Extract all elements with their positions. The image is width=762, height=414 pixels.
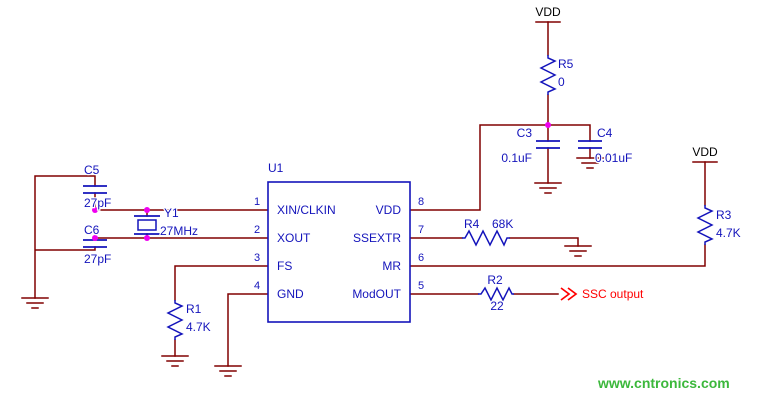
junction-dot (144, 235, 150, 241)
junction-dot (545, 122, 551, 128)
c3-ref-label: C3 (517, 126, 533, 140)
crystal-body (137, 219, 157, 231)
pin-number-7: 7 (418, 224, 424, 236)
c3-value-label: 0.1uF (501, 151, 532, 165)
r1-value-label: 4.7K (186, 320, 211, 334)
vdd-top-label: VDD (535, 5, 561, 19)
r2-value-label: 22 (490, 299, 504, 313)
junction-dot (92, 235, 98, 241)
y1-value-label: 27MHz (160, 224, 198, 238)
r3-value-label: 4.7K (716, 226, 741, 240)
wires (34, 21, 706, 367)
vdd-right-label: VDD (692, 145, 718, 159)
junction-dot (92, 207, 98, 213)
crystal-symbol (134, 215, 160, 235)
pin-number-1: 1 (254, 196, 260, 208)
pin-number-8: 8 (418, 196, 424, 208)
pin-name-mr: MR (382, 259, 401, 273)
ssc-output-flag-icon (560, 287, 578, 301)
c5-value-label: 27pF (84, 196, 111, 210)
c5-ref-label: C5 (84, 163, 100, 177)
pin-number-2: 2 (254, 224, 260, 236)
r4-value-label: 68K (492, 217, 513, 231)
pin-number-3: 3 (254, 252, 260, 264)
pin-number-6: 6 (418, 252, 424, 264)
watermark-label: www.cntronics.com (597, 375, 730, 391)
c4-ref-label: C4 (597, 126, 613, 140)
c4-value-label: 0.01uF (595, 151, 632, 165)
pin-name-fs: FS (277, 259, 292, 273)
pin-number-5: 5 (418, 280, 424, 292)
resistor-symbols (166, 55, 714, 340)
vdd-bar-symbols (535, 21, 718, 163)
r3-ref-label: R3 (716, 208, 732, 222)
pin-number-4: 4 (254, 280, 260, 292)
ssc-output-label: SSC output (582, 287, 644, 301)
u1-ref-label: U1 (268, 161, 284, 175)
r5-value-label: 0 (558, 75, 565, 89)
junction-dot (144, 207, 150, 213)
pin-name-xin-clkin: XIN/CLKIN (277, 203, 336, 217)
y1-ref-label: Y1 (164, 206, 179, 220)
pin-name-xout: XOUT (277, 231, 311, 245)
pin-name-ssextr: SSEXTR (353, 231, 401, 245)
pin-name-modout: ModOUT (352, 287, 401, 301)
crystal-plates (134, 215, 160, 235)
r5-ref-label: R5 (558, 57, 574, 71)
r4-ref-label: R4 (464, 217, 480, 231)
ic-body (267, 181, 411, 323)
pin-name-gnd: GND (277, 287, 304, 301)
r2-ref-label: R2 (487, 273, 503, 287)
c6-ref-label: C6 (84, 223, 100, 237)
pin-name-vdd: VDD (376, 203, 402, 217)
c6-value-label: 27pF (84, 252, 111, 266)
r1-ref-label: R1 (186, 302, 202, 316)
junction-dots (92, 122, 551, 241)
ground-symbols (21, 157, 604, 377)
